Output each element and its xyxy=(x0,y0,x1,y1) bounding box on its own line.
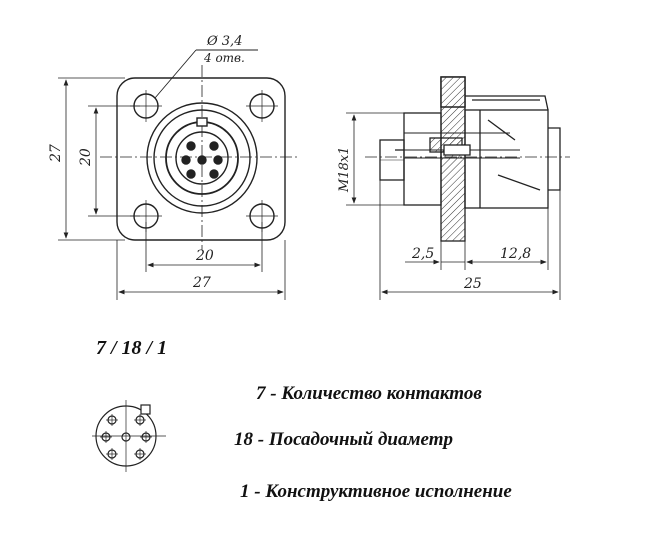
legend-item-contacts: 7 - Количество контактов xyxy=(256,383,482,404)
pin-layout-pins xyxy=(100,414,152,460)
front-height-outer-label: 27 xyxy=(48,144,64,163)
hole-count-label: 4 отв. xyxy=(203,51,245,65)
pin xyxy=(209,169,219,179)
front-width-outer-label: 27 xyxy=(192,275,211,291)
pin xyxy=(186,169,196,179)
designation-code: 7 / 18 / 1 xyxy=(96,337,168,359)
flange-thickness-label: 2,5 xyxy=(411,246,434,262)
pin xyxy=(181,155,191,165)
pin xyxy=(197,155,207,165)
flange-outline xyxy=(116,77,286,241)
hole-dia-label: Ø 3,4 xyxy=(206,34,242,49)
legend-item-diameter: 18 - Посадочный диаметр xyxy=(234,429,453,450)
thread-label: M18x1 xyxy=(337,147,352,193)
pin-layout-diagram xyxy=(92,400,166,472)
connector-outer-ring xyxy=(146,102,258,214)
pin xyxy=(186,141,196,151)
pin xyxy=(209,141,219,151)
front-width-inner-label: 20 xyxy=(195,248,214,264)
legend-item-design: 1 - Конструктивное исполнение xyxy=(240,481,512,502)
pin xyxy=(213,155,223,165)
body-length-label: 12,8 xyxy=(500,246,531,262)
hole-dim-leader xyxy=(154,49,258,99)
front-view xyxy=(100,65,300,250)
total-length-label: 25 xyxy=(463,276,482,292)
front-height-inner-label: 20 xyxy=(78,148,94,167)
side-view xyxy=(379,76,561,242)
